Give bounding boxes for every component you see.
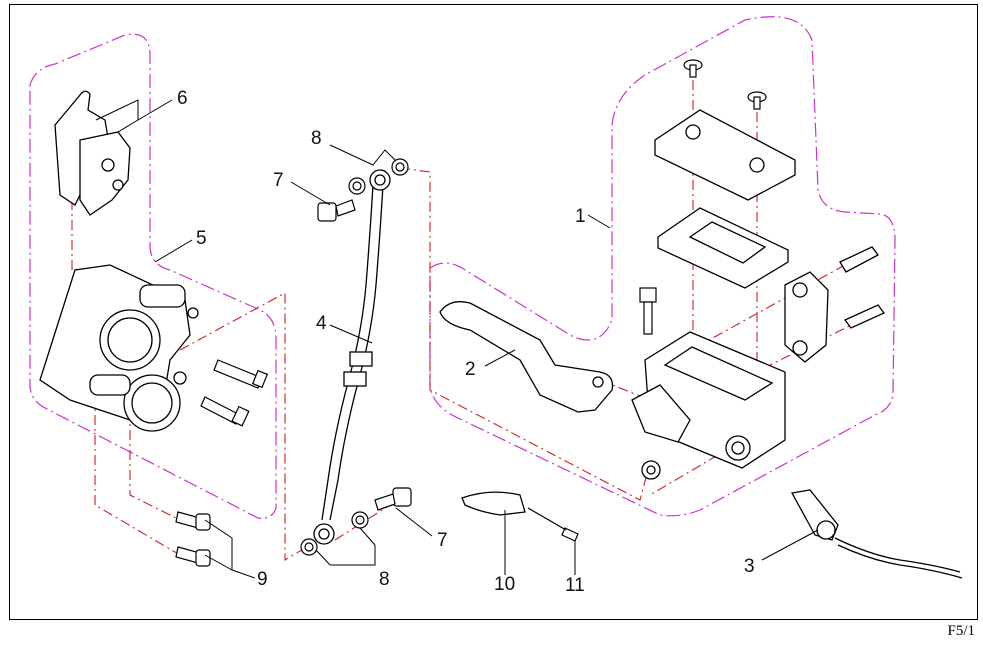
brake-lever bbox=[439, 301, 614, 413]
caliper-pins bbox=[200, 359, 269, 427]
banjo-bolts bbox=[317, 199, 412, 511]
callout-9: 9 bbox=[257, 569, 268, 590]
master-cylinder bbox=[631, 109, 796, 480]
callout-7-bottom: 7 bbox=[437, 530, 448, 551]
callout-2: 2 bbox=[465, 359, 476, 380]
handlebar-clamp bbox=[784, 246, 886, 363]
reservoir-cap-screws bbox=[683, 59, 767, 110]
caliper-group-outline bbox=[29, 33, 277, 519]
callout-8-top: 8 bbox=[311, 128, 322, 149]
brake-caliper bbox=[39, 264, 199, 432]
hose-bottom-line bbox=[334, 504, 391, 541]
caliper-bolt-line bbox=[94, 395, 181, 556]
diagram-frame bbox=[9, 4, 978, 620]
clamp-bolt-line-2 bbox=[769, 319, 863, 366]
brake-pads bbox=[54, 90, 131, 216]
leader-8-top bbox=[329, 144, 396, 166]
hose-top-line bbox=[399, 167, 649, 501]
callout-6: 6 bbox=[177, 88, 188, 109]
callout-7-top: 7 bbox=[273, 170, 284, 191]
callout-11: 11 bbox=[565, 575, 585, 596]
clamp-bolt-line bbox=[699, 264, 846, 346]
callout-4: 4 bbox=[316, 313, 327, 334]
brake-hose bbox=[313, 169, 391, 545]
page-reference: F5/1 bbox=[947, 623, 975, 639]
leader-1 bbox=[587, 214, 611, 229]
leader-6 bbox=[95, 99, 173, 133]
callout-8-bottom: 8 bbox=[379, 569, 390, 590]
callout-5: 5 bbox=[196, 228, 207, 249]
pivot-bolt bbox=[639, 287, 657, 335]
leader-5 bbox=[154, 239, 193, 263]
leader-2 bbox=[484, 349, 516, 367]
banjo-line bbox=[649, 444, 736, 496]
leader-7-bottom bbox=[395, 507, 433, 537]
callout-3: 3 bbox=[744, 556, 755, 577]
leader-4 bbox=[329, 324, 373, 344]
master-cylinder-group-outline bbox=[429, 16, 896, 517]
caliper-bolt-line-2 bbox=[129, 410, 181, 521]
leader-3 bbox=[761, 529, 819, 561]
caliper-bolts bbox=[175, 511, 211, 567]
callout-1: 1 bbox=[575, 206, 586, 227]
leader-7-top bbox=[290, 181, 331, 206]
leader-8-bottom bbox=[315, 527, 376, 566]
switch-bracket bbox=[461, 491, 526, 516]
brake-light-switch bbox=[790, 489, 963, 579]
callout-10: 10 bbox=[494, 574, 516, 595]
sealing-washers bbox=[300, 158, 409, 556]
leader-9 bbox=[204, 519, 256, 579]
